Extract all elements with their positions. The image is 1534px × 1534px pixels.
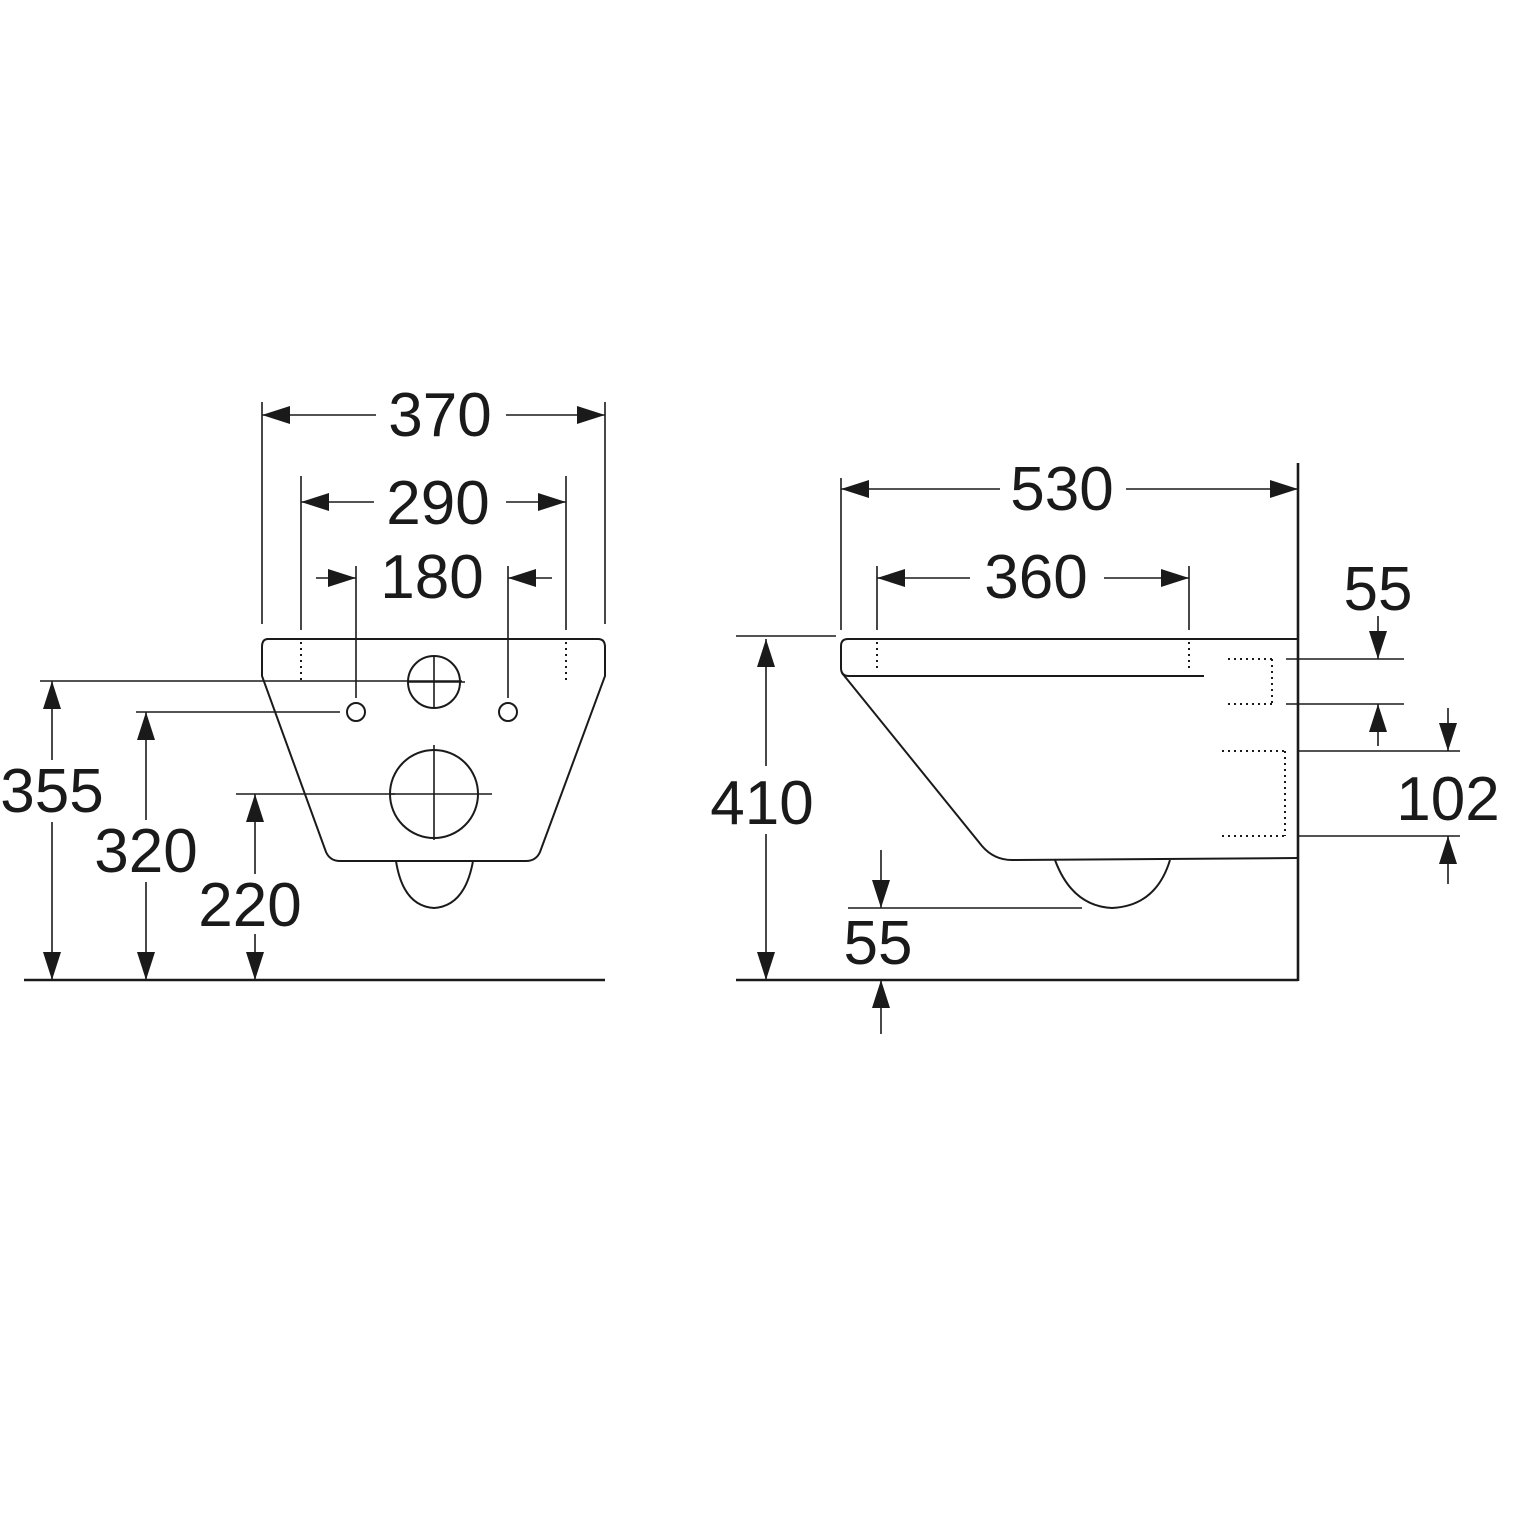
side-view: 530 360 410 55 102 55: [710, 455, 1500, 1034]
side-bowl-body: [841, 672, 1299, 862]
inlet-circle-icon: [407, 655, 465, 709]
front-view: 370 290 180 355 320 220: [0, 381, 606, 982]
dim-360: 360: [984, 543, 1087, 612]
dim-55-outlet: 55: [844, 909, 913, 978]
dim-355: 355: [0, 757, 103, 826]
fixing-hole-left: [346, 702, 366, 722]
dim-220: 220: [198, 871, 301, 940]
dim-410: 410: [710, 769, 813, 838]
outlet-circle-icon: [389, 745, 492, 840]
dim-180: 180: [380, 543, 483, 612]
front-bowl-underside: [395, 860, 474, 910]
side-bowl-outline: [840, 638, 1298, 677]
fixing-hole-right: [498, 702, 518, 722]
dim-320: 320: [94, 817, 197, 886]
side-bowl-underside: [1054, 859, 1171, 910]
front-bowl-outline: [261, 638, 606, 862]
dim-290: 290: [386, 469, 489, 538]
dim-102: 102: [1396, 765, 1499, 834]
dim-530: 530: [1010, 455, 1113, 524]
dim-370: 370: [388, 381, 491, 450]
dim-55-inlet: 55: [1344, 555, 1413, 624]
side-hidden-outlet: [1222, 750, 1286, 837]
side-hidden-inlet: [1228, 658, 1273, 705]
